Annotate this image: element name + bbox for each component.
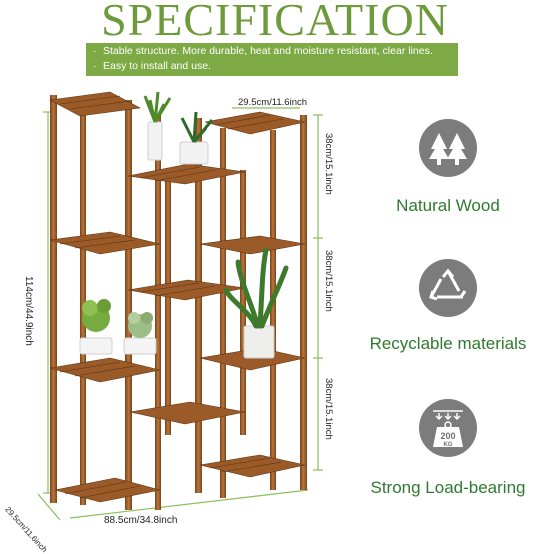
dimension-total-height: 114cm/44.9inch (23, 276, 34, 346)
feature-recyclable-materials: Recyclable materials (369, 334, 527, 353)
plant-pot-upper-middle (179, 111, 214, 165)
dimension-top-depth: 29.5cm/11.6inch (238, 97, 308, 108)
recycle-icon (419, 259, 477, 317)
banner-line-2: ·Easy to install and use. (93, 60, 211, 72)
feature-strong-load-bearing: Strong Load-bearing (370, 478, 526, 497)
banner-line-1: ·Stable structure. More durable, heat an… (93, 45, 433, 57)
slat-lines (59, 95, 284, 499)
plant-shelf-illustration (37, 91, 323, 521)
weight-value: 200 (440, 431, 455, 441)
dimension-tier-3: 38cm/15.1inch (323, 378, 334, 440)
weight-icon: 200 KG (419, 399, 477, 457)
plant-pot-top-left (143, 91, 172, 161)
weight-unit: KG (444, 442, 453, 448)
dimension-lines (37, 107, 323, 521)
feature-natural-wood: Natural Wood (396, 196, 500, 215)
plant-pot-succulent-right (123, 312, 157, 355)
page-title: SPECIFICATION (101, 0, 449, 45)
dimension-tier-2: 38cm/15.1inch (323, 250, 334, 312)
bullet: · (93, 45, 97, 57)
feature-banner: ·Stable structure. More durable, heat an… (86, 43, 458, 76)
plant-pot-snake-plant (223, 247, 289, 359)
dimension-tier-1: 38cm/15.1inch (323, 133, 334, 195)
bullet: · (93, 60, 97, 72)
trees-icon (419, 119, 477, 177)
plant-pot-succulent-left (79, 299, 113, 355)
dimension-bottom-width: 88.5cm/34.8inch (104, 515, 178, 526)
shelf-slats (49, 91, 306, 503)
